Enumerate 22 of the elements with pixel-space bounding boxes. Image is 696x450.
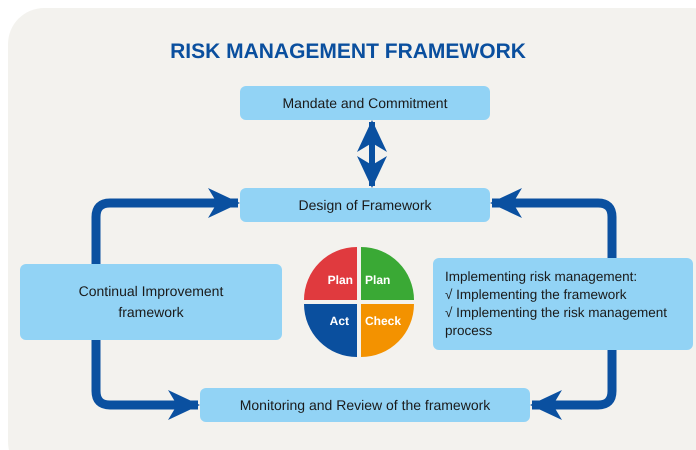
node-text: Design of Framework <box>298 196 432 215</box>
process-box <box>433 258 693 350</box>
node-text: Implementing risk management: <box>445 268 638 286</box>
arrow <box>490 188 616 258</box>
process-box <box>240 86 490 120</box>
node-text: Continual Improvement framework <box>78 282 224 322</box>
node-text: Mandate and Commitment <box>282 94 448 112</box>
arrow <box>357 120 387 188</box>
node-text: Act <box>330 313 349 330</box>
title: RISK MANAGEMENT FRAMEWORK <box>169 39 527 65</box>
arrow <box>530 350 616 420</box>
node-text: Plan <box>328 272 353 288</box>
node-text: Plan <box>365 272 390 288</box>
node-text: √ Implementing the framework <box>445 286 626 304</box>
process-box <box>200 388 530 422</box>
arrow <box>92 188 240 264</box>
node-text: Monitoring and Review of the framework <box>240 396 490 415</box>
process-box <box>20 264 282 340</box>
node-text: √ Implementing the risk management process <box>445 304 668 340</box>
arrow <box>92 340 200 420</box>
node-text: Check <box>365 313 402 330</box>
process-box <box>240 188 490 222</box>
